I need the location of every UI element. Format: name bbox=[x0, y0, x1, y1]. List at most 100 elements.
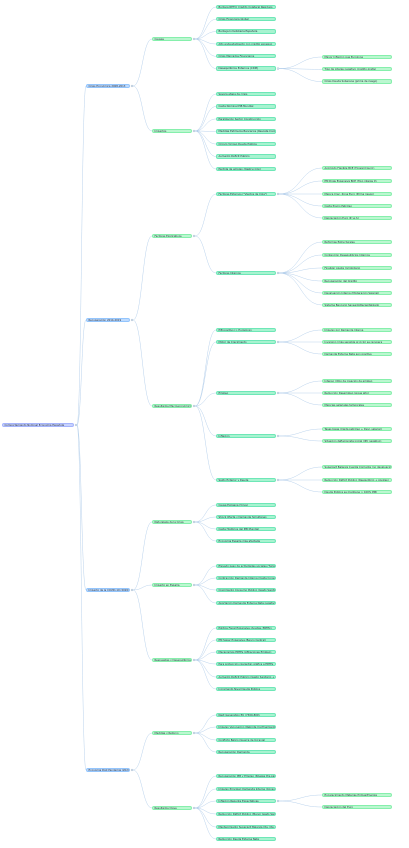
topic-node-2-1[interactable]: Impacto en España bbox=[152, 582, 192, 588]
topic-toggle-3-0[interactable] bbox=[192, 731, 196, 735]
detail-node-3-1-2-1[interactable]: Depreciación del Euro bbox=[322, 804, 392, 810]
topic-node-0-1[interactable]: Impactos bbox=[152, 128, 192, 134]
item-node-1-0-1[interactable]: Factores Internos bbox=[216, 270, 276, 276]
detail-node-1-0-0-4[interactable]: Depreciación Euro (€ vs $) bbox=[322, 215, 392, 221]
detail-node-1-0-0-2[interactable]: Mejora Crec. Zona Euro (Prima riesgo) bbox=[322, 191, 392, 197]
topic-toggle-0-0[interactable] bbox=[192, 37, 196, 41]
item-node-3-0-2[interactable]: Conflicto Bélico (Guerra de Ucrania) bbox=[216, 737, 276, 743]
branch-node-3[interactable]: Economía Post Pandemia (2021+) bbox=[86, 767, 130, 773]
item-node-2-0-0[interactable]: Causa Exógena (Virus) bbox=[216, 502, 276, 508]
item-node-0-0-3[interactable]: Alto endeudamiento con crédito excesivo bbox=[216, 41, 276, 47]
branch-node-0[interactable]: Crisis Económica 2008-2013 bbox=[86, 83, 130, 89]
item-node-2-1-2[interactable]: Crecimiento Consumo Público (Gasto Sanit… bbox=[216, 587, 276, 593]
item-node-0-1-4[interactable]: Círculo Vicioso Deuda Pública bbox=[216, 141, 276, 147]
item-node-2-0-3[interactable]: Economía España más afectada bbox=[216, 538, 276, 544]
topic-node-2-2[interactable]: Respuestas y Desequilibrios bbox=[152, 657, 192, 663]
detail-node-1-1-3-1[interactable]: Situación deflacionista inicial (IPC neg… bbox=[322, 438, 392, 444]
item-node-1-0-0[interactable]: Factores Externos ("Vientos de Cola") bbox=[216, 191, 276, 197]
detail-node-0-0-5-2[interactable]: Crisis Deuda Soberana (prima de riesgo) bbox=[322, 79, 392, 84]
topic-node-1-1[interactable]: Resultados Macroeconómicos bbox=[152, 403, 192, 409]
detail-node-1-1-4-0[interactable]: Superávit Balanza Cuenta Corriente (no d… bbox=[322, 464, 392, 470]
item-node-2-0-2[interactable]: Caída Histórica del PIB Mundial bbox=[216, 526, 276, 532]
item-node-0-1-6[interactable]: Pérdida de empleo (Destrucción) bbox=[216, 166, 276, 172]
detail-node-0-0-5-1[interactable]: Tipo de interés negativo (crédito gratis… bbox=[322, 67, 392, 72]
detail-node-1-0-1-1[interactable]: Contención Desequilibrios Internos bbox=[322, 252, 392, 258]
item-node-1-1-1[interactable]: Motor de Crecimiento bbox=[216, 339, 276, 345]
detail-node-1-0-1-5[interactable]: Sistema Bancario Saneado/Recapitalizado bbox=[322, 302, 392, 308]
item-node-1-1-0[interactable]: PIB positivo (> Eurozona) bbox=[216, 327, 276, 333]
item-node-3-0-0[interactable]: Next Generation EU (7300-800) bbox=[216, 712, 276, 718]
item-node-2-0-1[interactable]: Shock Oferta y Demanda Simultáneo bbox=[216, 514, 276, 520]
item-node-3-1-4[interactable]: Mantenimiento Superávit Balanza Cta. Cte… bbox=[216, 824, 276, 830]
topic-toggle-1-1[interactable] bbox=[192, 404, 196, 408]
item-node-2-2-0[interactable]: Política Fiscal Expansiva (Ayudas, ERTEs… bbox=[216, 625, 276, 631]
item-node-0-0-0[interactable]: Burbuja RETO: Crédito Colateral Residuos bbox=[216, 4, 276, 10]
item-node-0-0-4[interactable]: Crisis Mercados Financieros bbox=[216, 54, 276, 59]
topic-node-0-0[interactable]: Causas bbox=[152, 36, 192, 42]
detail-node-1-1-1-1[interactable]: Inversión (más sensible al ciclo) se rec… bbox=[322, 339, 392, 345]
branch-toggle-1[interactable] bbox=[130, 318, 134, 322]
detail-node-1-1-4-2[interactable]: Deuda Pública se mantiene > 100% PIB) bbox=[322, 489, 392, 495]
item-toggle-0-0-5[interactable] bbox=[276, 67, 280, 70]
item-node-0-1-2[interactable]: Paralización Sector Construcción bbox=[216, 116, 276, 122]
item-node-0-0-5[interactable]: Desequilibrios Externos (CDM) bbox=[216, 66, 276, 71]
detail-node-1-1-3-0[interactable]: Tasas bajas (Caída petróleo + Devl. sala… bbox=[322, 426, 392, 432]
item-node-3-1-3[interactable]: Reducción Déficit Público (Menor Gasto S… bbox=[216, 811, 276, 817]
item-node-3-0-3[interactable]: Recuperación Demanda bbox=[216, 749, 276, 755]
detail-node-1-0-1-2[interactable]: Finalizar Ajuste Inmobiliario bbox=[322, 265, 392, 271]
detail-node-1-1-4-1[interactable]: Reducción Déficit Público (Reequilibrio … bbox=[322, 477, 392, 483]
detail-node-1-1-2-2[interactable]: Mejorías salariales temporales bbox=[322, 402, 392, 408]
item-node-0-0-2[interactable]: Burbuja Inmobiliaria Española bbox=[216, 29, 276, 34]
detail-node-1-1-2-0[interactable]: Intenso ritmo de creación de empleo bbox=[322, 378, 392, 384]
branch-node-1[interactable]: Recuperación 2014-2019 bbox=[86, 317, 130, 323]
topic-toggle-2-1[interactable] bbox=[192, 583, 196, 587]
item-toggle-1-1-3[interactable] bbox=[276, 434, 280, 438]
detail-node-1-1-1-0[interactable]: Impulso por Demanda Interna bbox=[322, 327, 392, 333]
item-toggle-1-1-4[interactable] bbox=[276, 478, 280, 482]
item-toggle-3-1-2[interactable] bbox=[276, 799, 280, 803]
detail-node-1-0-0-0[interactable]: Acomodo Flexible BCE (Forward Guid.) bbox=[322, 165, 392, 171]
detail-node-1-0-0-1[interactable]: PM Draw Expansiva BCE (Tipo interés 0) bbox=[322, 178, 392, 184]
item-toggle-1-0-0[interactable] bbox=[276, 192, 280, 196]
root-node[interactable]: Comportamiento Nominal Economía Española bbox=[2, 422, 74, 428]
topic-node-3-0[interactable]: Medidas y Retorno bbox=[152, 730, 192, 736]
topic-toggle-3-1[interactable] bbox=[192, 806, 196, 810]
item-node-2-1-0[interactable]: Elevado peso de actividades sociales (Tu… bbox=[216, 563, 276, 569]
item-node-2-2-1[interactable]: PM Súper Expansiva (Banco Central) bbox=[216, 637, 276, 643]
detail-node-0-0-5-0[interactable]: Mayor Inflación que Eurozona bbox=[322, 54, 392, 60]
item-node-0-1-1[interactable]: Caída Nominal PIB Mundial bbox=[216, 104, 276, 109]
item-toggle-1-0-1[interactable] bbox=[276, 271, 280, 275]
detail-node-1-0-0-3[interactable]: Caída Precio Petróleo bbox=[322, 203, 392, 209]
item-node-2-2-5[interactable]: Incremento Nivel Deuda Pública bbox=[216, 686, 276, 692]
item-toggle-1-1-1[interactable] bbox=[276, 340, 280, 344]
item-node-2-1-3[interactable]: Aportación Demanda Externa Neta negativa bbox=[216, 600, 276, 606]
item-node-3-1-0[interactable]: Recuperación PIB y Empleo (Niveles Pre-p… bbox=[216, 773, 276, 779]
item-node-3-1-5[interactable]: Reducción Deuda Externa Neta bbox=[216, 836, 276, 842]
item-node-0-1-3[interactable]: Medidas Estímulos Bancarios (Rescate Con… bbox=[216, 129, 276, 134]
topic-node-3-1[interactable]: Resultados Clave bbox=[152, 805, 192, 811]
detail-node-1-1-1-2[interactable]: Demanda Externa Neta aún positiva bbox=[322, 351, 392, 357]
item-node-2-2-3[interactable]: Para protección (garantía) gráfica a ERT… bbox=[216, 661, 276, 667]
item-node-2-1-1[interactable]: Contracción Demanda Interna (Caída Consu… bbox=[216, 575, 276, 581]
item-node-3-1-2[interactable]: Inflación Repunte Expectativas bbox=[216, 798, 276, 804]
detail-node-1-0-1-0[interactable]: Reformas Estructurales bbox=[322, 239, 392, 245]
item-node-2-2-2[interactable]: Mecanismos ERTEs (Afiliaciones Empleo) bbox=[216, 649, 276, 655]
topic-toggle-2-0[interactable] bbox=[192, 520, 196, 524]
detail-node-1-0-1-4[interactable]: Devaluación Interna (Moderación Salarial… bbox=[322, 290, 392, 296]
detail-node-1-0-1-3[interactable]: Recuperación del Crédito bbox=[322, 278, 392, 284]
branch-toggle-3[interactable] bbox=[130, 768, 134, 772]
item-node-1-1-2[interactable]: Empleo bbox=[216, 390, 276, 396]
branch-toggle-2[interactable] bbox=[130, 588, 134, 592]
detail-node-1-1-2-1[interactable]: Reducción Desempleo (sigue alto) bbox=[322, 390, 392, 396]
topic-node-2-0[interactable]: Naturaleza de la Crisis bbox=[152, 519, 192, 525]
detail-node-3-1-2-0[interactable]: Encarecimiento Materias Primas/Energía bbox=[322, 792, 392, 798]
root-toggle[interactable] bbox=[74, 423, 78, 427]
item-node-3-1-1[interactable]: Impulso Principal: Demanda Interna (Cons… bbox=[216, 786, 276, 792]
topic-toggle-2-2[interactable] bbox=[192, 658, 196, 662]
item-node-1-1-4[interactable]: Saldo Exterior y Deuda bbox=[216, 477, 276, 483]
item-node-0-0-1[interactable]: Crisis Financiera Global bbox=[216, 17, 276, 22]
branch-node-2[interactable]: Impacto de la COVID-19 (2020) bbox=[86, 587, 130, 593]
item-node-3-0-1[interactable]: Impulso Vacunación (Rebrote Confinamient… bbox=[216, 724, 276, 730]
item-node-0-1-0[interactable]: Severa etapa de crisis bbox=[216, 91, 276, 97]
topic-toggle-1-0[interactable] bbox=[192, 234, 196, 238]
